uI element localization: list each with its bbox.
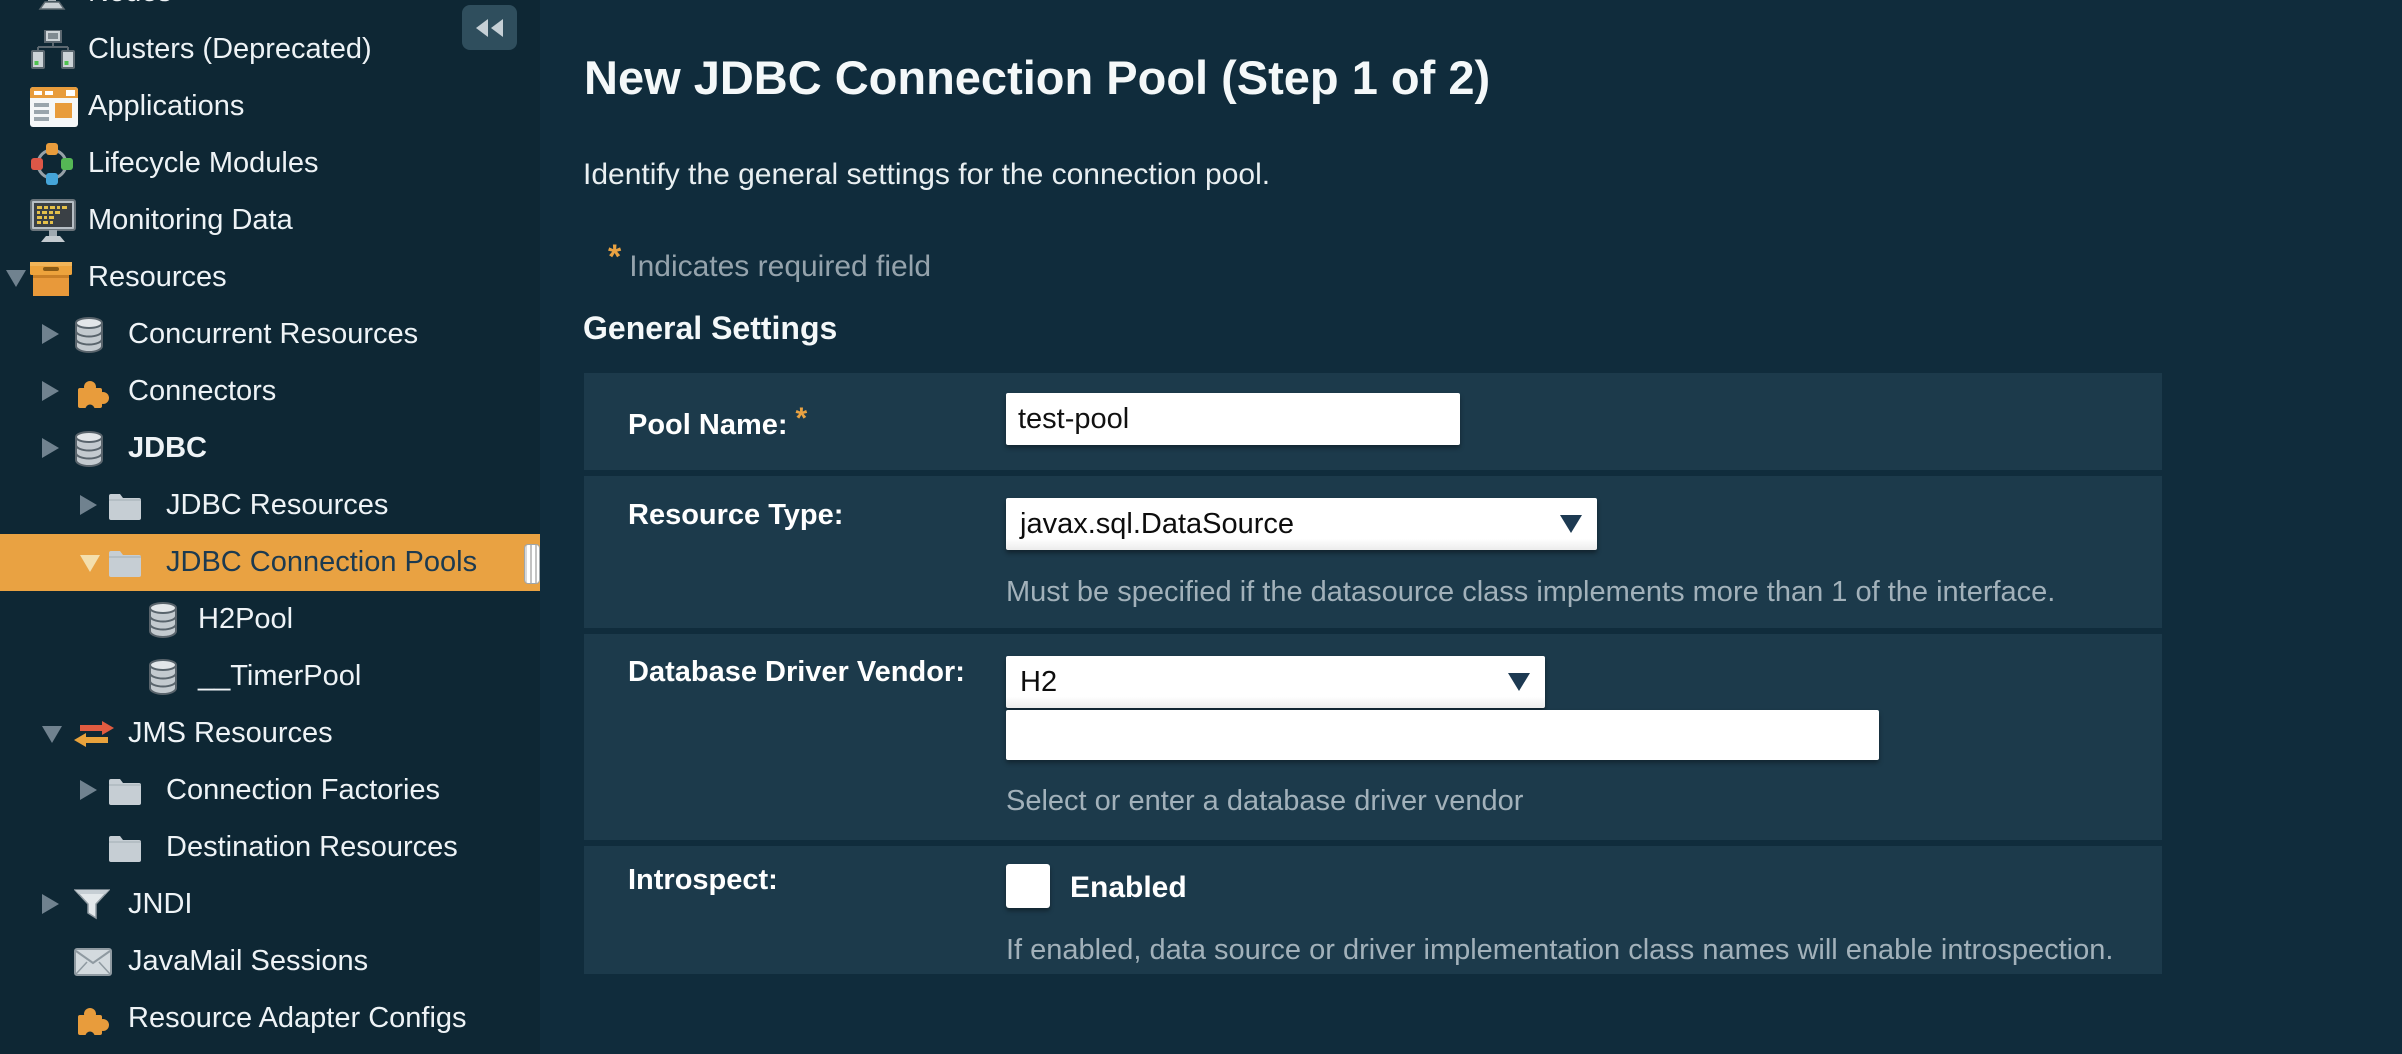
sidebar-collapse-button[interactable] <box>462 5 517 50</box>
tree-expander-icon[interactable] <box>80 555 100 572</box>
lifecycle-ring-icon <box>30 142 74 186</box>
sidebar-item-label: JavaMail Sessions <box>128 945 369 977</box>
required-field-note: *Indicates required field <box>608 238 932 283</box>
introspect-help: If enabled, data source or driver implem… <box>1006 934 2114 966</box>
sidebar-item-javamail-sessions[interactable]: JavaMail Sessions <box>0 933 540 990</box>
page-subtitle: Identify the general settings for the co… <box>583 158 1271 191</box>
sidebar-item-label: Connection Factories <box>166 774 441 806</box>
sidebar-item-label: JDBC Connection Pools <box>166 546 478 578</box>
sidebar-item-label: Resources <box>88 261 227 293</box>
tree-expander-icon[interactable] <box>6 270 26 287</box>
sidebar-item-timerpool[interactable]: __TimerPool <box>0 648 540 705</box>
chevron-down-icon <box>1508 673 1530 691</box>
sidebar-item-destination-resources[interactable]: Destination Resources <box>0 819 540 876</box>
node-icon <box>30 0 74 13</box>
driver-vendor-help: Select or enter a database driver vendor <box>1006 785 1524 817</box>
sidebar-item-label: Nodes <box>88 0 172 21</box>
folder-icon <box>108 777 142 805</box>
sidebar-item-label: Resource Adapter Configs <box>128 1002 467 1034</box>
sidebar-item-label: Destination Resources <box>166 831 458 863</box>
sidebar-item-clusters-deprecated[interactable]: Clusters (Deprecated) <box>0 21 540 78</box>
pool-name-input[interactable] <box>1006 393 1460 445</box>
sidebar-item-label: JDBC <box>128 432 207 464</box>
sidebar-item-applications[interactable]: Applications <box>0 78 540 135</box>
pool-name-label: Pool Name:* <box>628 402 808 441</box>
sidebar-item-label: Concurrent Resources <box>128 318 419 350</box>
sidebar-item-connectors[interactable]: Connectors <box>0 363 540 420</box>
sidebar-item-resources[interactable]: Resources <box>0 249 540 306</box>
database-icon <box>148 658 178 695</box>
resource-type-label: Resource Type: <box>628 499 844 531</box>
tree-expander-icon[interactable] <box>42 726 62 743</box>
monitor-icon <box>30 198 76 243</box>
sidebar-item-jdbc[interactable]: JDBC <box>0 420 540 477</box>
sidebar-item-label: Lifecycle Modules <box>88 147 319 179</box>
database-driver-vendor-input[interactable] <box>1006 710 1879 760</box>
sidebar-item-jms-resources[interactable]: JMS Resources <box>0 705 540 762</box>
resource-type-value: javax.sql.DataSource <box>1020 508 1295 540</box>
sidebar-item-monitoring-data[interactable]: Monitoring Data <box>0 192 540 249</box>
folder-icon <box>108 834 142 862</box>
introspect-checkbox-label[interactable]: Enabled <box>1070 871 1187 904</box>
sidebar-item-lifecycle-modules[interactable]: Lifecycle Modules <box>0 135 540 192</box>
storage-box-icon <box>30 260 72 296</box>
required-asterisk: * <box>795 402 808 435</box>
sidebar-item-concurrent-resources[interactable]: Concurrent Resources <box>0 306 540 363</box>
sidebar-item-label: JDBC Resources <box>166 489 389 521</box>
tree-expander-icon[interactable] <box>80 780 97 800</box>
driver-vendor-label: Database Driver Vendor: <box>628 656 965 688</box>
window-icon <box>30 86 78 127</box>
page-title: New JDBC Connection Pool (Step 1 of 2) <box>584 51 1491 104</box>
folder-icon <box>108 492 142 520</box>
form-row-driver-vendor: Database Driver Vendor: H2 Select or ent… <box>584 634 2162 840</box>
sidebar-item-label: JNDI <box>128 888 193 920</box>
sidebar-item-resource-adapter-configs[interactable]: Resource Adapter Configs <box>0 990 540 1047</box>
folder-icon <box>108 549 142 577</box>
database-driver-vendor-select[interactable]: H2 <box>1006 656 1545 708</box>
collapse-left-icon <box>476 18 488 37</box>
sidebar-item-jdbc-resources[interactable]: JDBC Resources <box>0 477 540 534</box>
form-row-pool-name: Pool Name:* <box>584 373 2162 470</box>
sidebar-item-label: H2Pool <box>198 603 294 635</box>
required-asterisk: * <box>608 238 622 276</box>
resource-type-help: Must be specified if the datasource clas… <box>1006 576 2056 608</box>
swap-arrows-icon <box>74 720 114 747</box>
resource-type-select[interactable]: javax.sql.DataSource <box>1006 498 1597 550</box>
tree-expander-icon[interactable] <box>42 381 59 401</box>
envelope-icon <box>74 947 112 976</box>
tree-expander-icon[interactable] <box>80 495 97 515</box>
sidebar-item-nodes[interactable]: Nodes <box>0 0 540 21</box>
form-row-resource-type: Resource Type: javax.sql.DataSource Must… <box>584 476 2162 628</box>
main-content: New JDBC Connection Pool (Step 1 of 2) I… <box>540 0 2402 1054</box>
collapse-left-icon <box>491 18 503 37</box>
sidebar-scrollbar-thumb[interactable] <box>525 545 539 583</box>
sidebar-item-label: Monitoring Data <box>88 204 293 236</box>
form-row-introspect: Introspect: Enabled If enabled, data sou… <box>584 846 2162 974</box>
puzzle-piece-icon <box>74 374 110 413</box>
sidebar-item-label: Connectors <box>128 375 277 407</box>
tree-expander-icon[interactable] <box>42 324 59 344</box>
introspect-checkbox[interactable] <box>1006 864 1050 908</box>
puzzle-piece-icon <box>74 1001 110 1040</box>
section-heading: General Settings <box>583 310 838 346</box>
tree-expander-icon[interactable] <box>42 894 59 914</box>
cluster-nodes-icon <box>30 28 76 70</box>
database-icon <box>74 316 104 353</box>
sidebar-item-jndi[interactable]: JNDI <box>0 876 540 933</box>
filter-funnel-icon <box>73 888 111 921</box>
sidebar-item-label: JMS Resources <box>128 717 333 749</box>
tree-expander-icon[interactable] <box>42 438 59 458</box>
sidebar-item-connection-factories[interactable]: Connection Factories <box>0 762 540 819</box>
database-icon <box>148 601 178 638</box>
sidebar-tree: NodesClusters (Deprecated) ApplicationsLi… <box>0 0 540 1054</box>
chevron-down-icon <box>1560 515 1582 533</box>
sidebar-item-jdbc-connection-pools[interactable]: JDBC Connection Pools <box>0 534 540 591</box>
sidebar-item-label: Applications <box>88 90 245 122</box>
driver-vendor-value: H2 <box>1020 666 1058 698</box>
introspect-label: Introspect: <box>628 864 778 896</box>
sidebar-item-label: __TimerPool <box>198 660 362 692</box>
sidebar-item-h2pool[interactable]: H2Pool <box>0 591 540 648</box>
database-icon <box>74 430 104 467</box>
sidebar-item-label: Clusters (Deprecated) <box>88 33 372 65</box>
